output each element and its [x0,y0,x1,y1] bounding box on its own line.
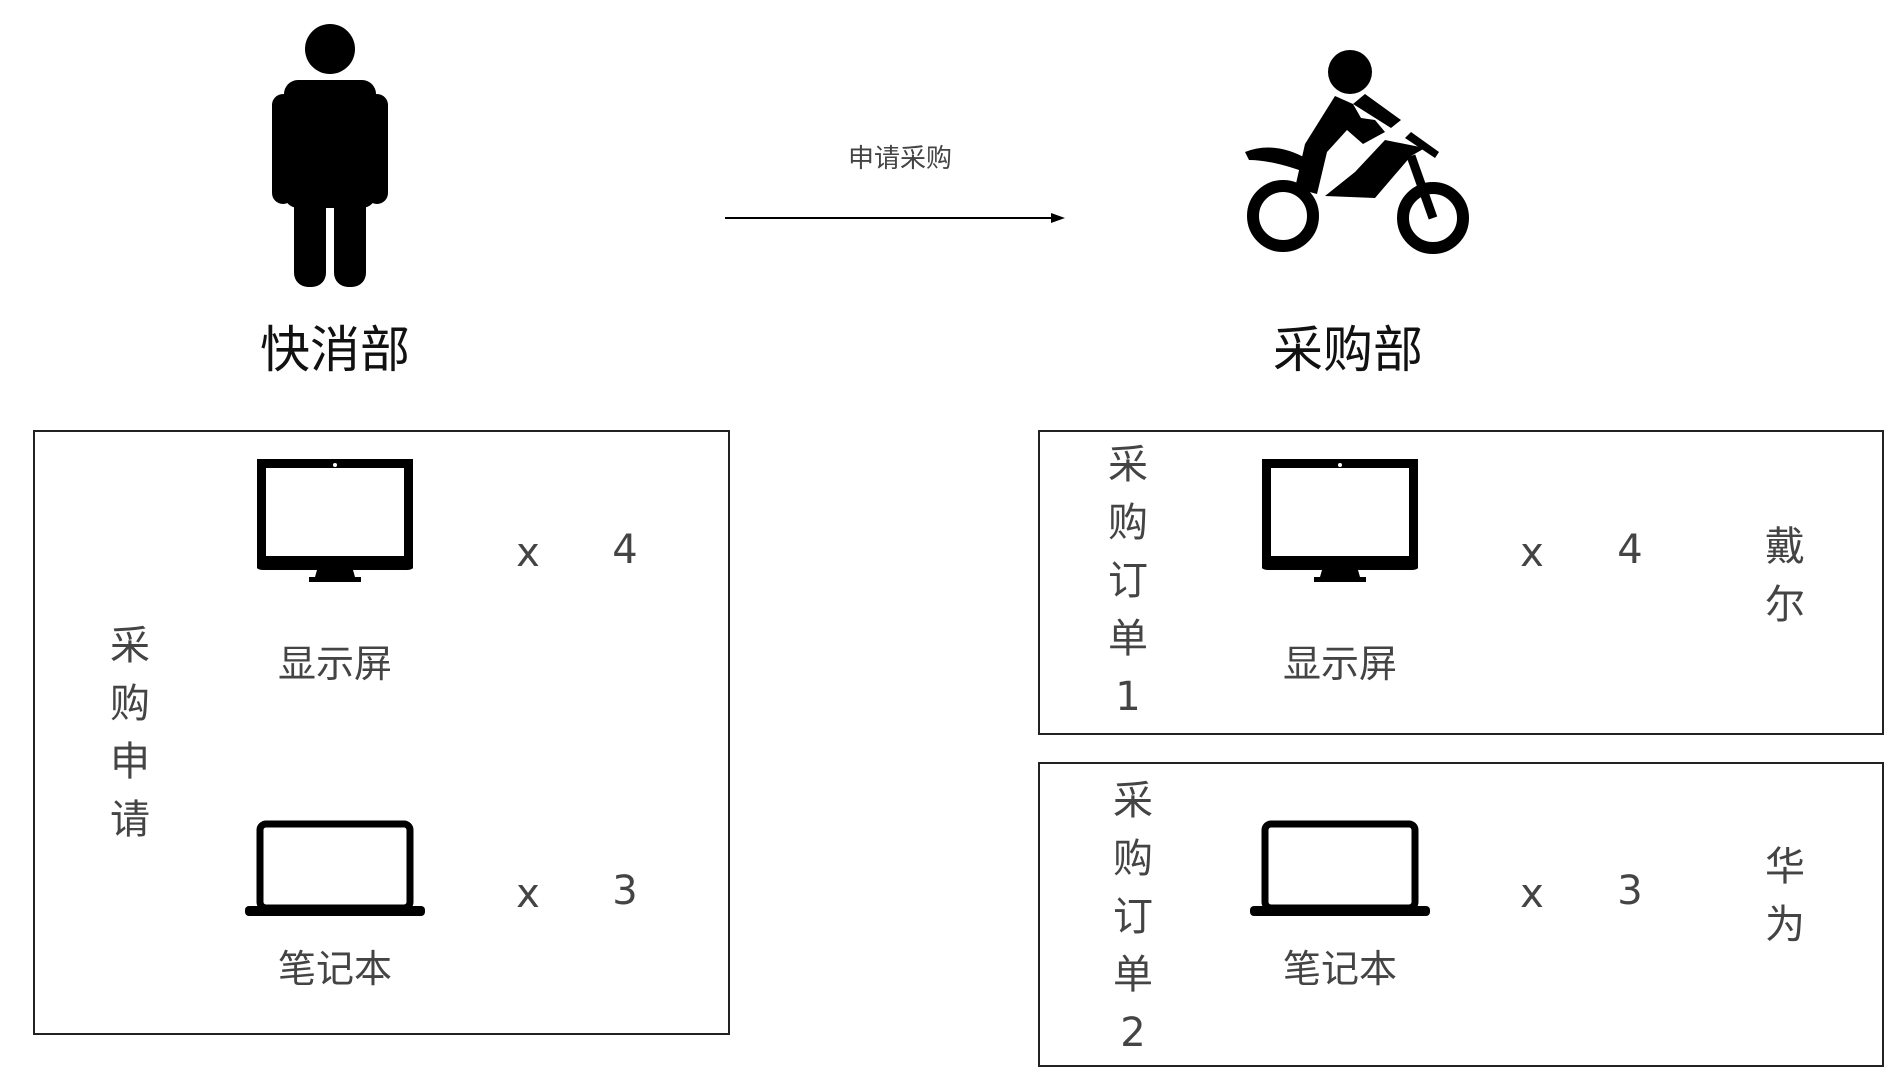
order-item-operator: x [1520,530,1544,576]
application-item-operator: x [516,530,540,576]
monitor-icon [257,459,413,584]
application-item-name: 显示屏 [277,642,392,686]
purchase-order-box [1038,430,1884,735]
laptop-icon [1250,820,1430,920]
order-title: 采 购 订 单 1 [1108,442,1148,720]
laptop-icon [245,820,425,920]
left-department-name: 快消部 [260,321,410,379]
arrow-right-icon [725,210,1065,226]
application-item-quantity: 4 [612,527,638,573]
order-supplier: 戴 尔 [1765,524,1805,628]
order-item-quantity: 4 [1617,527,1643,573]
purchase-order-box [1038,762,1884,1067]
order-title: 采 购 订 单 2 [1113,778,1153,1056]
person-icon [270,22,390,287]
order-item-quantity: 3 [1617,868,1643,914]
motorcycle-rider-icon [1235,48,1475,263]
order-item-name: 笔记本 [1282,947,1397,991]
purchase-application-box [33,430,730,1035]
application-item-operator: x [516,871,540,917]
order-supplier: 华 为 [1765,844,1805,948]
monitor-icon [1262,459,1418,584]
order-item-name: 显示屏 [1282,642,1397,686]
order-item-operator: x [1520,871,1544,917]
application-title: 采 购 申 请 [110,623,150,843]
application-item-quantity: 3 [612,868,638,914]
right-department-name: 采购部 [1273,321,1423,379]
flow-label: 申请采购 [847,144,952,174]
application-item-name: 笔记本 [277,947,392,991]
